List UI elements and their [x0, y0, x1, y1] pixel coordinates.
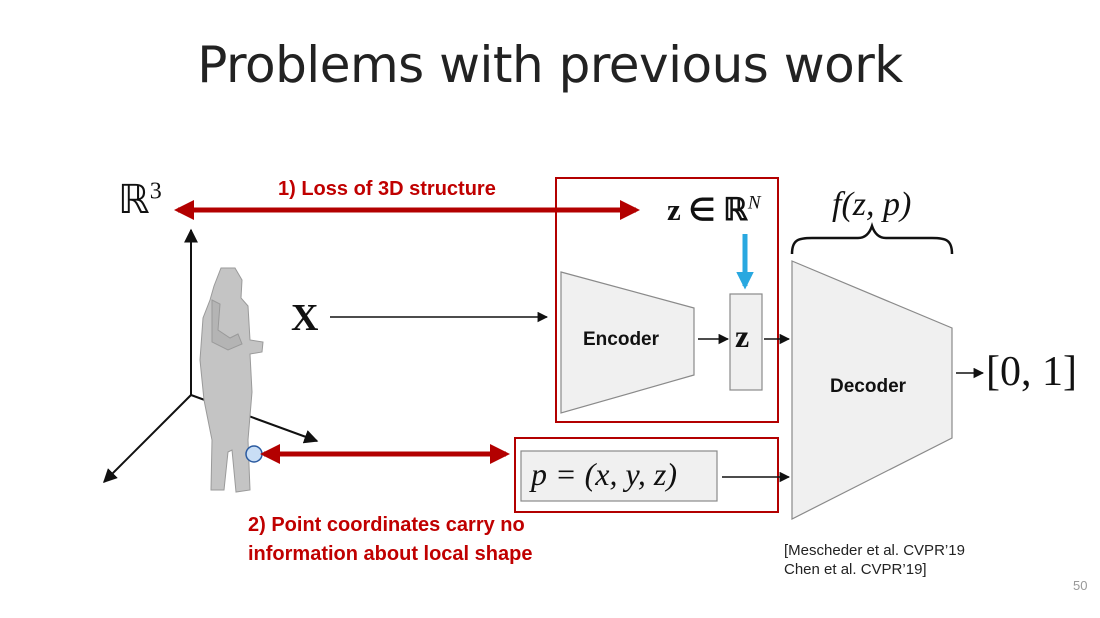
point-coords-label-line1: 2) Point coordinates carry no: [248, 514, 525, 536]
function-label: f(z, p): [832, 186, 912, 223]
latent-definition-exponent: N: [747, 192, 761, 214]
citation-line2: Chen et al. CVPR’19]: [784, 561, 927, 578]
point-coords-label: 2) Point coordinates carry no informatio…: [248, 511, 532, 569]
latent-definition: z ∈ ℝN: [667, 192, 761, 228]
encoder-label: Encoder: [583, 329, 660, 350]
decoder-block: [791, 260, 953, 520]
r3-base: ℝ: [118, 177, 150, 222]
latent-vector-block: [729, 293, 763, 391]
loss-3d-label: 1) Loss of 3D structure: [278, 178, 496, 200]
point-definition-box: [520, 450, 718, 502]
point-coords-label-line2: information about local shape: [248, 543, 533, 565]
r3-exponent: 3: [149, 178, 162, 205]
encoder-highlight-box: [555, 177, 779, 423]
voxel-human-figure: [199, 267, 264, 493]
encoder-block: [560, 271, 695, 414]
latent-z-label: z: [735, 318, 750, 354]
output-range-label: [0, 1]: [986, 349, 1077, 395]
point-highlight-box: [514, 437, 779, 513]
citation: [Mescheder et al. CVPR’19 Chen et al. CV…: [784, 541, 965, 579]
citation-line1: [Mescheder et al. CVPR’19: [784, 542, 965, 559]
latent-definition-text: z ∈ ℝ: [667, 192, 748, 227]
slide-title: Problems with previous work: [197, 36, 903, 94]
decoder-label: Decoder: [830, 376, 907, 397]
page-number: 50: [1073, 578, 1088, 593]
curly-brace: [790, 222, 954, 255]
r3-label: ℝ3: [118, 176, 162, 223]
point-definition-label: p = (x, y, z): [531, 456, 677, 492]
sample-point-icon: [245, 445, 263, 463]
input-x-label: X: [291, 297, 319, 339]
